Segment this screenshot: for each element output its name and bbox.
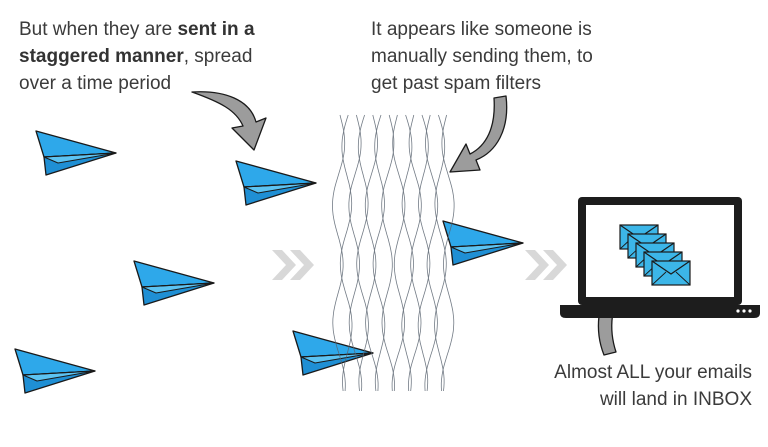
caption-staggered-sending: But when they are sent in a staggered ma… [19, 16, 255, 97]
caption-mid-line2: manually sending them, to [371, 46, 593, 67]
caption-manual-sending: It appears like someone is manually send… [371, 16, 593, 97]
double-chevron-icon [272, 250, 314, 280]
paper-plane-icon [235, 160, 317, 206]
paper-plane-icon [133, 260, 215, 306]
paper-plane-icon [14, 348, 96, 394]
net-strand [348, 114, 363, 392]
net-strand [440, 114, 455, 392]
caption-left-line3: over a time period [19, 73, 172, 94]
spam-filter-net [332, 114, 455, 392]
net-strand [356, 114, 369, 392]
net-strand [381, 114, 395, 392]
net-strand [391, 114, 406, 392]
net-strand [424, 114, 439, 392]
paper-plane-icon [292, 330, 374, 376]
net-strand [339, 114, 353, 392]
caption-right-line2: will land in INBOX [599, 389, 752, 410]
net-strand [401, 114, 414, 392]
net-strand [364, 114, 379, 392]
paper-plane-icon [442, 220, 524, 266]
net-strand [417, 114, 431, 392]
double-chevron-icon [525, 250, 567, 280]
net-strand [332, 114, 346, 392]
caption-left-line2-suffix: , spread [183, 46, 253, 67]
caption-right-line1: Almost ALL your emails [554, 362, 752, 383]
caption-mid-line3: get past spam filters [371, 73, 542, 94]
curved-arrow-icon [449, 95, 508, 173]
caption-left-line1-prefix: But when they are [19, 19, 178, 40]
caption-left-line1-bold: sent in a [177, 19, 255, 40]
net-strand [408, 114, 422, 392]
envelope-icon [651, 260, 691, 286]
caption-mid-line1: It appears like someone is [371, 19, 592, 40]
caption-left-line2-bold: staggered manner [19, 46, 184, 67]
net-strand [434, 114, 447, 392]
net-strand [372, 114, 386, 392]
caption-inbox-result: Almost ALL your emails will land in INBO… [537, 359, 752, 413]
curved-arrow-icon [191, 91, 267, 151]
paper-plane-icon [35, 130, 117, 176]
